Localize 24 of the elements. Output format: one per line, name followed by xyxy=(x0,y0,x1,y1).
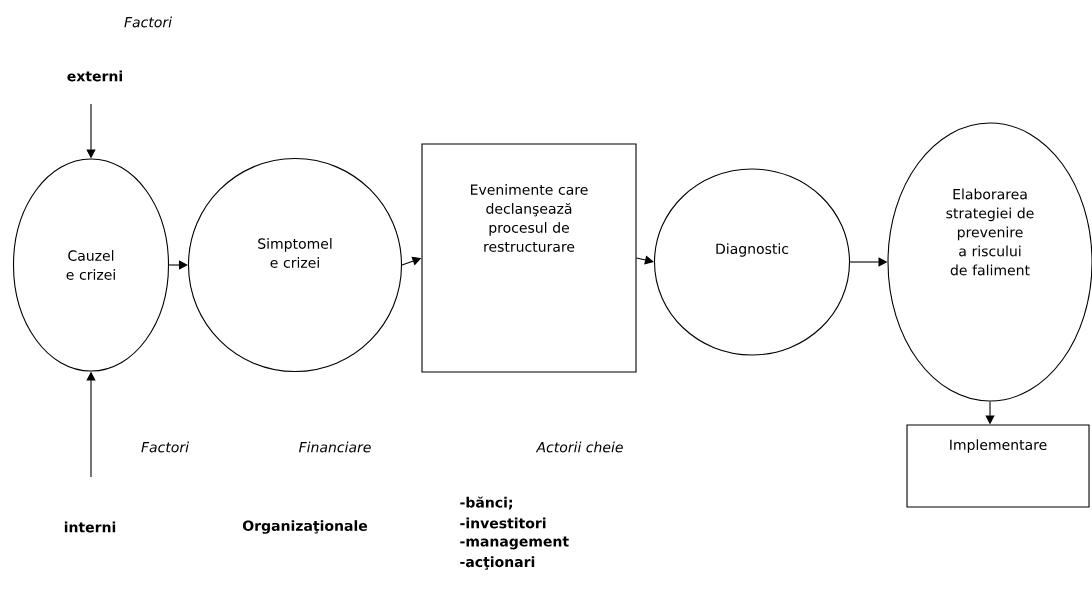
label-text: interni xyxy=(64,521,116,533)
label-text: Organizaţionale xyxy=(242,520,368,534)
label-text: -investitori xyxy=(460,517,546,529)
label-text: Factori xyxy=(124,16,172,28)
ellipse-node xyxy=(653,168,851,356)
label-text: -management xyxy=(460,536,569,550)
node-text: Diagnostic xyxy=(716,243,789,257)
node-text: Simptomel e crizei xyxy=(258,238,332,268)
label-text: -acţionari xyxy=(460,556,535,570)
label-text: Actorii cheie xyxy=(535,441,623,453)
process-box xyxy=(421,143,637,373)
node-text: Cauzel e crizei xyxy=(66,250,115,280)
arrow xyxy=(636,255,654,265)
label-text: Factori xyxy=(141,441,189,453)
process-box xyxy=(906,424,1090,508)
arrow xyxy=(168,260,188,270)
node-text: Implementare xyxy=(950,439,1047,453)
node-text: Elaborarea strategiei de prevenire a riscului de faliment xyxy=(946,188,1034,276)
ellipse-node xyxy=(12,158,170,372)
node-text: Evenimente care declanşează procesul de restructurare xyxy=(471,184,588,252)
label-text: Financiare xyxy=(299,441,371,453)
label-text: externi xyxy=(67,70,122,82)
label-text: -bănci; xyxy=(460,496,512,510)
ellipse-node xyxy=(187,157,403,373)
